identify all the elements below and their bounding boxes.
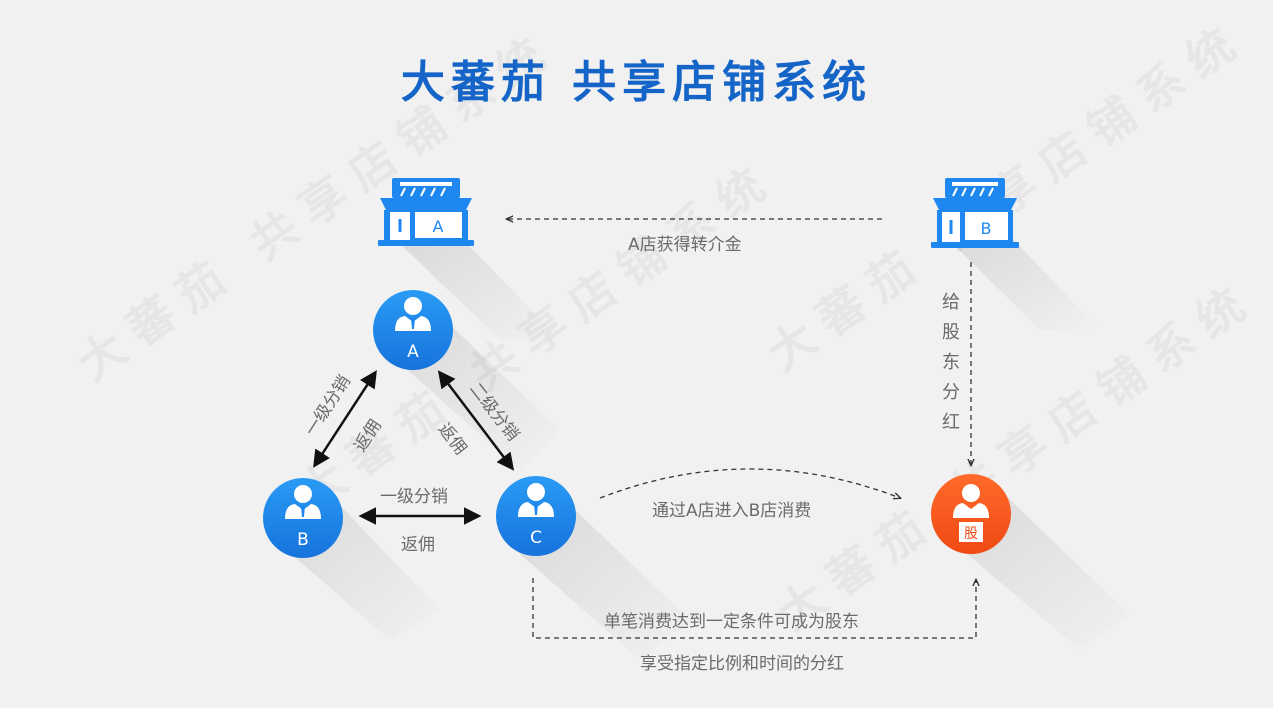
condition-line1-label: 单笔消费达到一定条件可成为股东: [604, 612, 859, 632]
c-to-shareholder-label: 通过A店进入B店消费: [652, 501, 812, 521]
user-b-label: B: [297, 530, 309, 550]
page-title: 大蕃茄 共享店铺系统: [400, 57, 873, 108]
shareholder-node: 股: [931, 474, 1011, 554]
condition-line2-label: 享受指定比例和时间的分红: [640, 654, 844, 674]
arrow-c-condition: [532, 578, 976, 639]
arrow-c-to-shareholder: [599, 468, 900, 498]
edge-bc-top-label: 一级分销: [380, 487, 448, 507]
store-b-to-a-label: A店获得转介金: [628, 235, 742, 255]
shareholder-label: 股: [964, 526, 978, 542]
user-a-label: A: [407, 342, 419, 362]
user-a-node: A: [373, 290, 453, 370]
store-a-label: A: [433, 217, 444, 236]
user-b-node: B: [263, 478, 343, 558]
arrow-a-c: [437, 370, 515, 471]
store-b-icon: B: [931, 178, 1019, 248]
store-b-to-shareholder-label: 给股东分红: [942, 292, 960, 433]
user-c-label: C: [530, 528, 542, 548]
arrow-a-b: [313, 370, 377, 468]
store-a-icon: A: [378, 178, 474, 246]
edge-bc-bottom-label: 返佣: [401, 535, 435, 555]
user-c-node: C: [496, 476, 576, 556]
store-b-label: B: [981, 219, 992, 238]
